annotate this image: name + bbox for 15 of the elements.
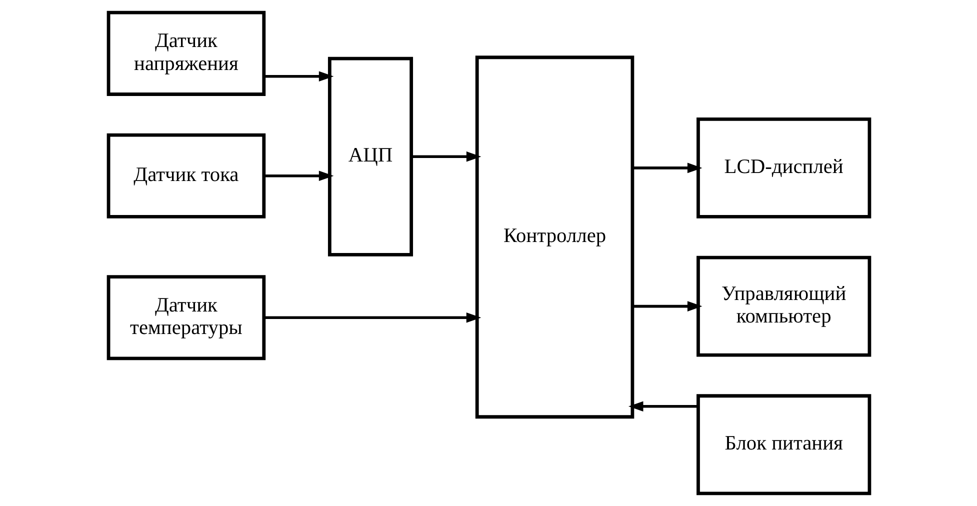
node-box: Контроллер [474, 56, 634, 419]
arrow [264, 170, 334, 182]
node-box: Датчик тока [106, 133, 266, 218]
arrow [632, 162, 702, 174]
node-box: Датчик температуры [106, 275, 266, 360]
arrow [632, 301, 702, 312]
arrow [264, 71, 334, 82]
arrow [628, 401, 698, 412]
node-box: Управляющий компьютер [696, 256, 871, 357]
node-box: Датчик напряжения [106, 10, 266, 96]
arrow [410, 151, 481, 162]
node-box: LCD-дисплей [696, 117, 871, 218]
node-box: АЦП [327, 56, 413, 256]
node-box: Блок питания [696, 394, 871, 496]
arrow [263, 312, 481, 323]
